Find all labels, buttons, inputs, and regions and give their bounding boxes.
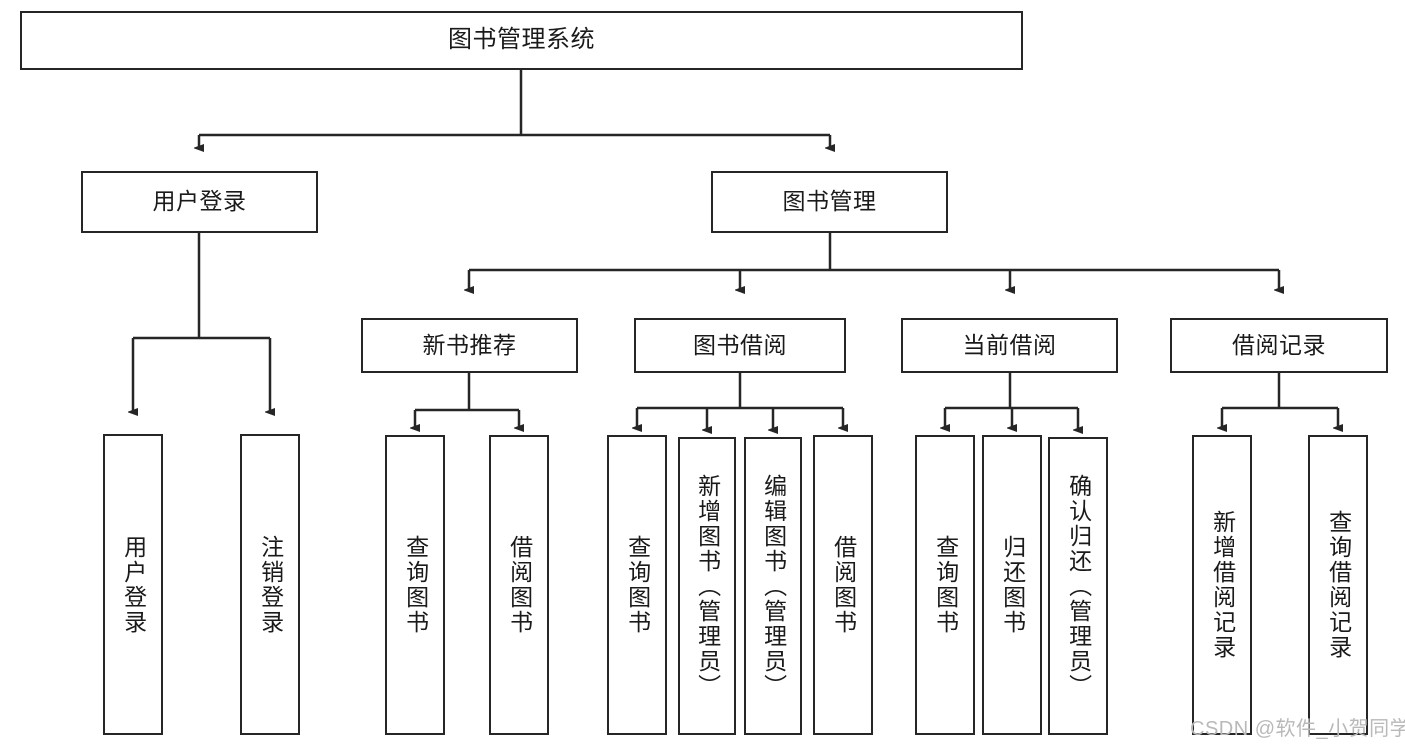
leaf-current-return-book[interactable]: 归还图书 xyxy=(982,435,1042,735)
leaf-record-add-record[interactable]: 新增借阅记录 xyxy=(1192,435,1252,735)
node-new-book-recommend[interactable]: 新书推荐 xyxy=(361,318,578,373)
node-book-borrow[interactable]: 图书借阅 xyxy=(634,318,846,373)
leaf-current-query-book[interactable]: 查询图书 xyxy=(915,435,975,735)
leaf-user-login-logout[interactable]: 注销登录 xyxy=(240,434,300,735)
node-user-login[interactable]: 用户登录 xyxy=(81,171,318,233)
node-current-borrow[interactable]: 当前借阅 xyxy=(901,318,1118,373)
leaf-current-confirm-return-admin[interactable]: 确认归还（管理员） xyxy=(1048,437,1108,735)
leaf-recommend-query-book[interactable]: 查询图书 xyxy=(385,435,445,735)
leaf-borrow-edit-book-admin[interactable]: 编辑图书（管理员） xyxy=(744,437,802,735)
node-book-management[interactable]: 图书管理 xyxy=(711,171,948,233)
leaf-borrow-query-book[interactable]: 查询图书 xyxy=(607,435,667,735)
leaf-borrow-add-book-admin[interactable]: 新增图书（管理员） xyxy=(678,437,736,735)
leaf-record-query-record[interactable]: 查询借阅记录 xyxy=(1308,435,1368,735)
leaf-borrow-borrow-book[interactable]: 借阅图书 xyxy=(813,435,873,735)
node-root-system[interactable]: 图书管理系统 xyxy=(20,11,1023,70)
leaf-user-login-login[interactable]: 用户登录 xyxy=(103,434,163,735)
leaf-recommend-borrow-book[interactable]: 借阅图书 xyxy=(489,435,549,735)
node-borrow-record[interactable]: 借阅记录 xyxy=(1170,318,1388,373)
csdn-watermark: CSDN @软件_小贺同学 xyxy=(1190,718,1405,740)
